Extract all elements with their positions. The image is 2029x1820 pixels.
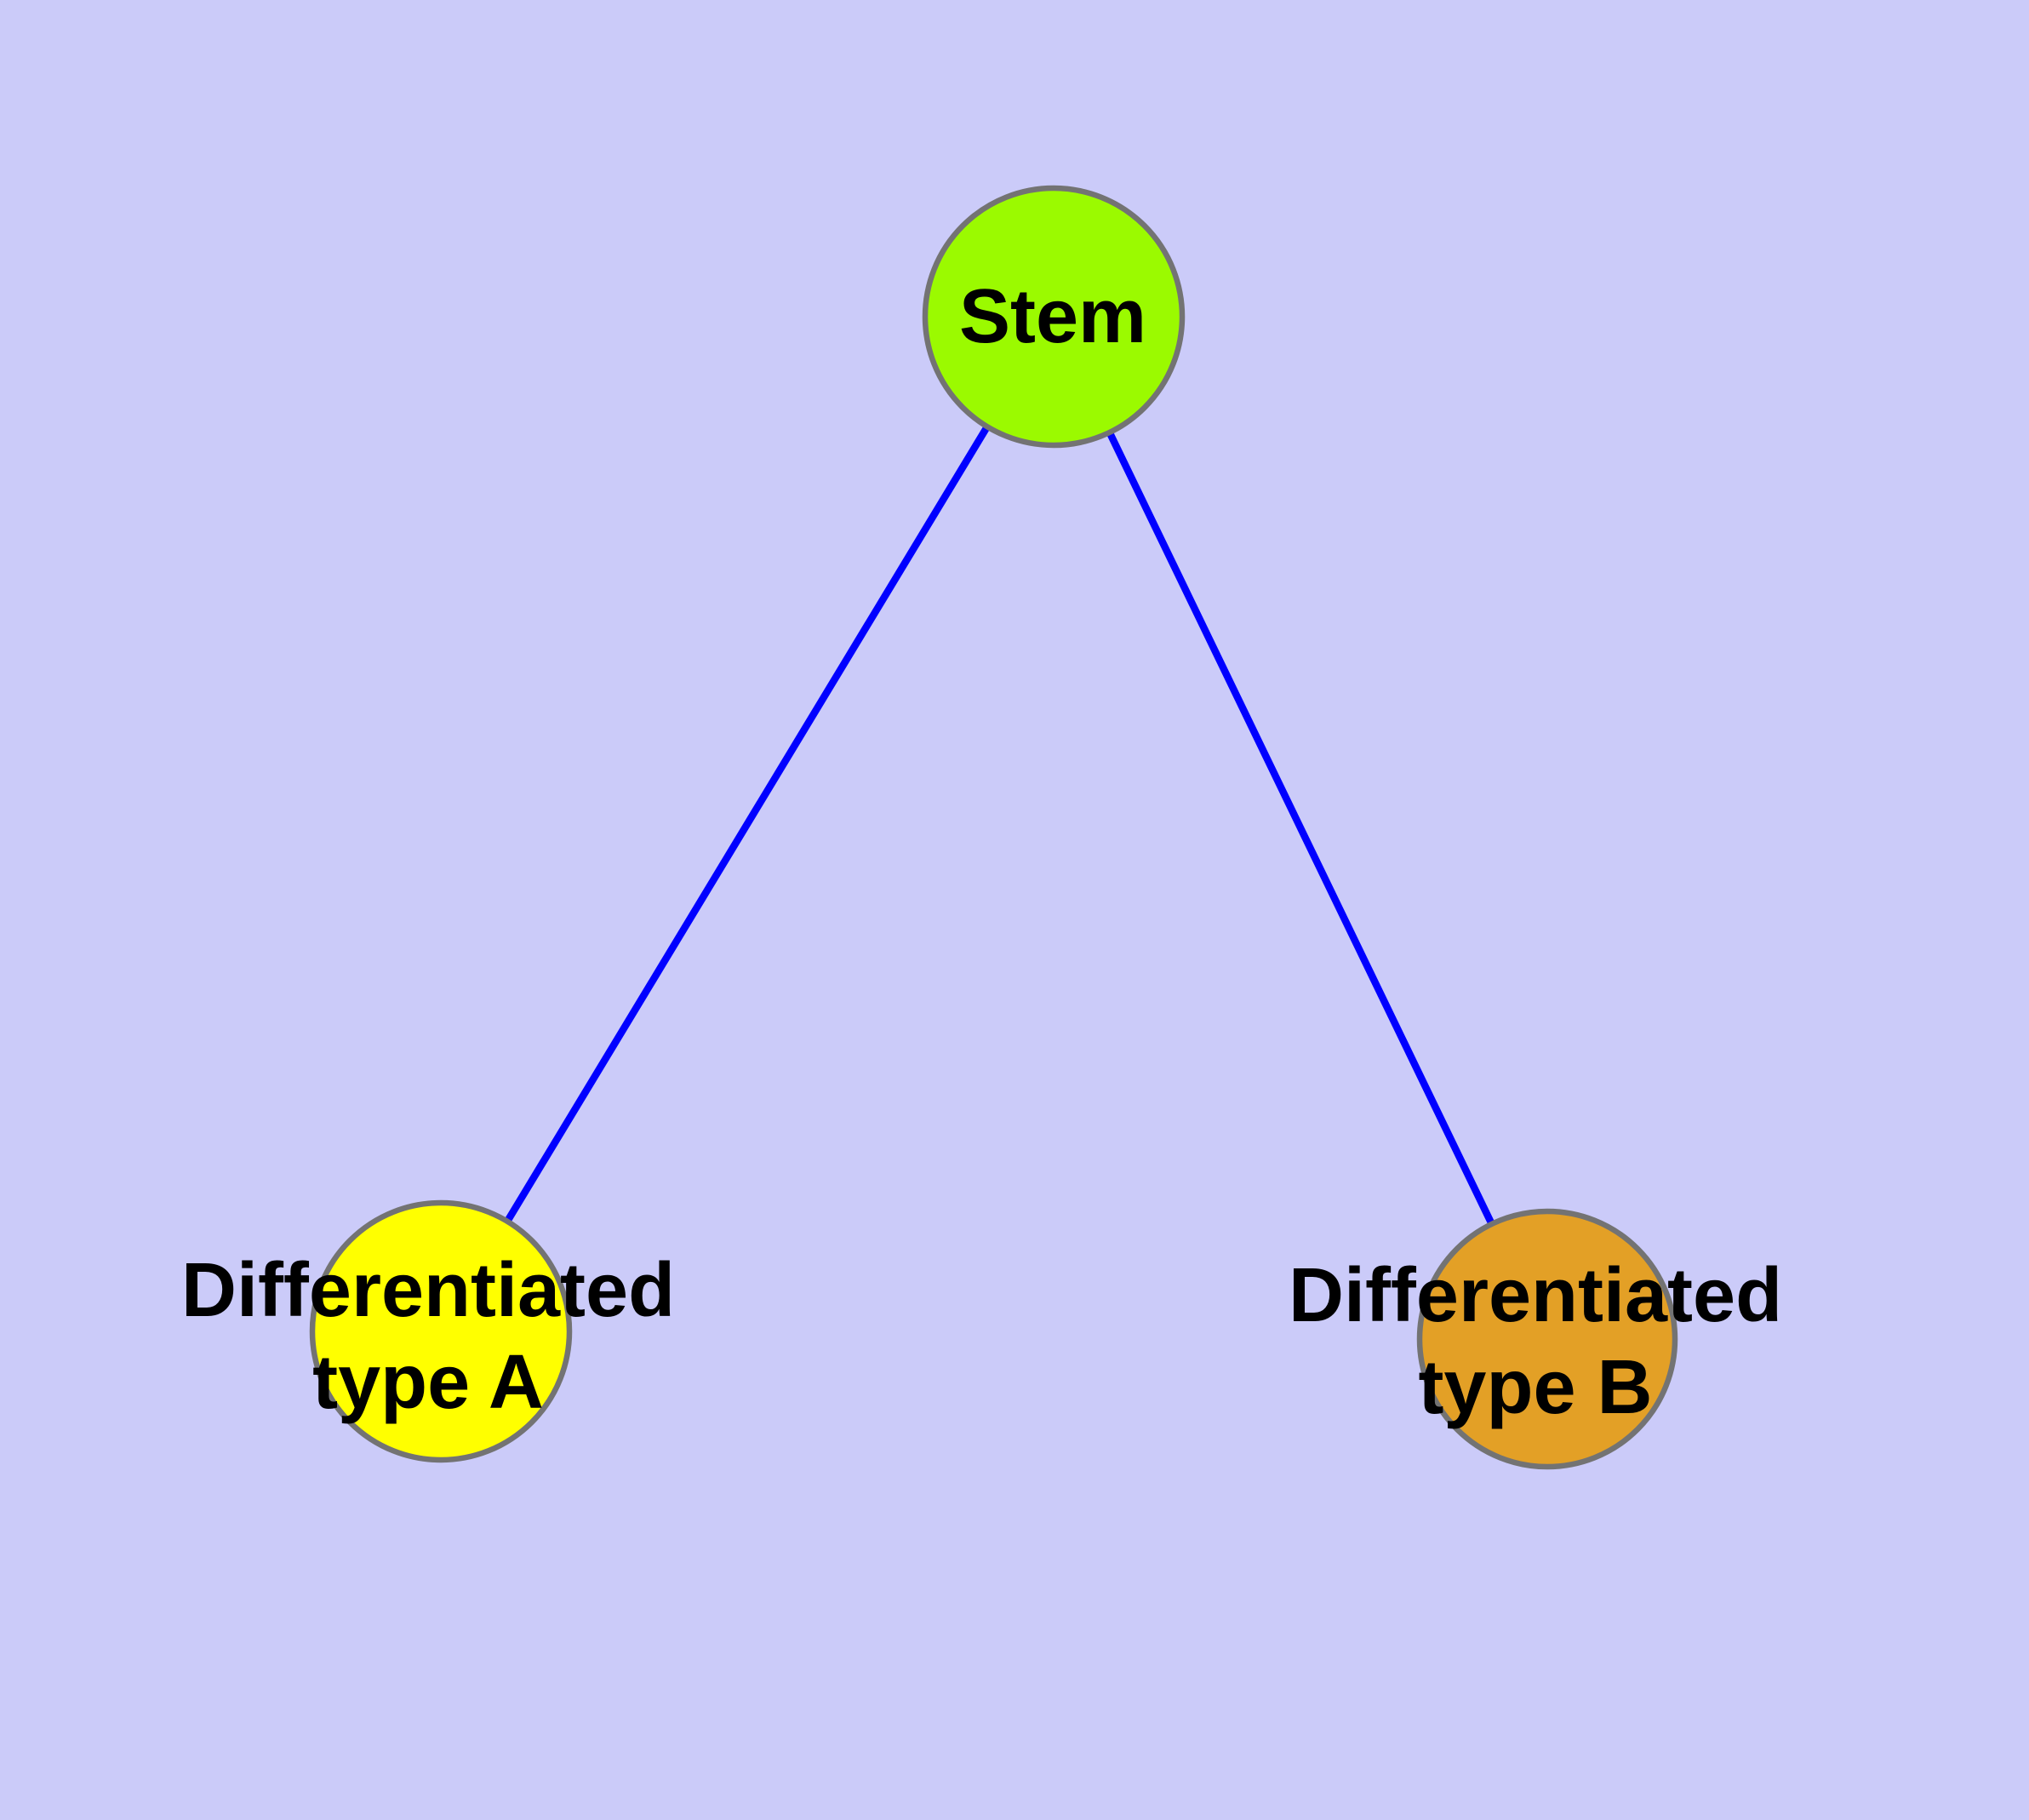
edge-stem-to-type-a	[437, 314, 1057, 1334]
node-stem	[922, 185, 1186, 449]
edge-stem-to-type-b	[1050, 315, 1551, 1341]
node-differentiated-type-a	[309, 1199, 573, 1463]
node-differentiated-type-b	[1416, 1208, 1678, 1470]
